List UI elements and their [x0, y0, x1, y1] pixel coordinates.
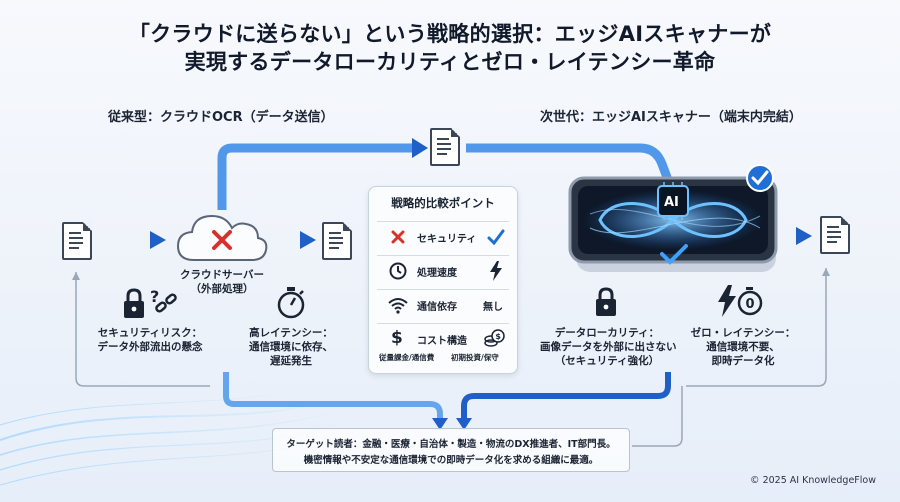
edge-ai-scanner-device: AI: [568, 164, 778, 272]
data-locality-label: データローカリティ：: [554, 327, 660, 339]
light-wave-decoration: [0, 389, 361, 486]
coins-icon: $: [484, 329, 505, 347]
zero-latency-desc-2: 即時データ化: [711, 355, 775, 367]
comparison-row-speed: 処理速度: [377, 255, 509, 286]
wifi-icon: [388, 298, 408, 314]
lightning-icon: [490, 261, 502, 281]
security-risk-label: セキュリティリスク：: [97, 327, 203, 339]
page-title-line-1: 「クラウドに送らない」という戦略的選択：エッジAIスキャナーが: [128, 22, 772, 46]
timer-zero-digit: 0: [746, 297, 755, 312]
lightning-timer-icon: 0: [718, 285, 763, 317]
cloud-output-document-icon: [322, 222, 352, 260]
comparison-panel-heading: 戦略的比較ポイント: [391, 196, 495, 210]
security-risk-desc: データ外部流出の懸念: [97, 341, 203, 353]
cloud-server-icon: [176, 214, 268, 261]
comparison-row-security: セキュリティ: [377, 221, 509, 252]
comparison-label-cost: コスト構造: [417, 336, 467, 347]
lock-broken-link-icon: ?: [124, 287, 177, 318]
dollar-icon: $: [391, 328, 403, 348]
zero-latency-desc-1: 通信環境不要、: [706, 341, 780, 353]
cost-edge-model: 初期投資/保守: [451, 353, 499, 362]
comparison-value-network: 無し: [483, 302, 503, 313]
svg-text:$: $: [495, 332, 501, 341]
checkmark-icon: [487, 229, 505, 245]
ai-chip-label: AI: [664, 195, 679, 210]
sent-document-icon: [430, 128, 460, 166]
comparison-row-cost: $ コスト構造 $ 従量課金/通信費 初期投資/保守: [377, 323, 509, 370]
comparison-row-network: 通信依存 無し: [377, 289, 509, 320]
high-latency-label: 高レイテンシー：: [249, 327, 333, 339]
svg-text:?: ?: [150, 287, 159, 306]
input-document-icon: [62, 222, 92, 260]
zero-latency-label: ゼロ・レイテンシー：: [690, 327, 796, 339]
data-locality-desc-2: （セキュリティ強化）: [554, 355, 660, 367]
copyright-text: © 2025 AI KnowledgeFlow: [750, 475, 876, 486]
stopwatch-icon: [277, 287, 305, 319]
high-latency-desc-1: 通信環境に依存、: [249, 341, 333, 353]
comparison-panel: 戦略的比較ポイント セキュリティ 処理速度: [368, 186, 518, 374]
lock-icon: [596, 287, 616, 316]
cost-cloud-model: 従量課金/通信費: [379, 353, 435, 362]
clock-icon: [389, 262, 407, 280]
cross-icon: [212, 230, 232, 250]
comparison-label-security: セキュリティ: [417, 234, 477, 245]
target-audience-line-1: ターゲット読者：金融・医療・自治体・製造・物流のDX推進者、IT部門長。: [286, 439, 616, 450]
comparison-label-speed: 処理速度: [417, 268, 457, 279]
left-section-heading: 従来型：クラウドOCR（データ送信）: [108, 110, 334, 125]
cloud-server-sublabel: （外部処理）: [190, 283, 254, 295]
data-locality-desc-1: 画像データを外部に出さない: [540, 341, 677, 353]
cloud-server-label: クラウドサーバー: [180, 269, 264, 281]
target-audience-line-2: 機密情報や不安定な通信環境での即時データ化を求める組織に最適。: [303, 455, 599, 466]
edge-output-document-icon: [820, 216, 850, 254]
cross-icon: [391, 230, 405, 244]
page-title-line-2: 実現するデータローカリティとゼロ・レイテンシー革命: [184, 50, 716, 74]
right-section-heading: 次世代：エッジAIスキャナー（端末内完結）: [540, 110, 802, 125]
target-audience-box: ターゲット読者：金融・医療・自治体・製造・物流のDX推進者、IT部門長。 機密情…: [272, 428, 630, 472]
comparison-label-network: 通信依存: [417, 302, 457, 313]
high-latency-desc-2: 遅延発生: [270, 355, 312, 367]
